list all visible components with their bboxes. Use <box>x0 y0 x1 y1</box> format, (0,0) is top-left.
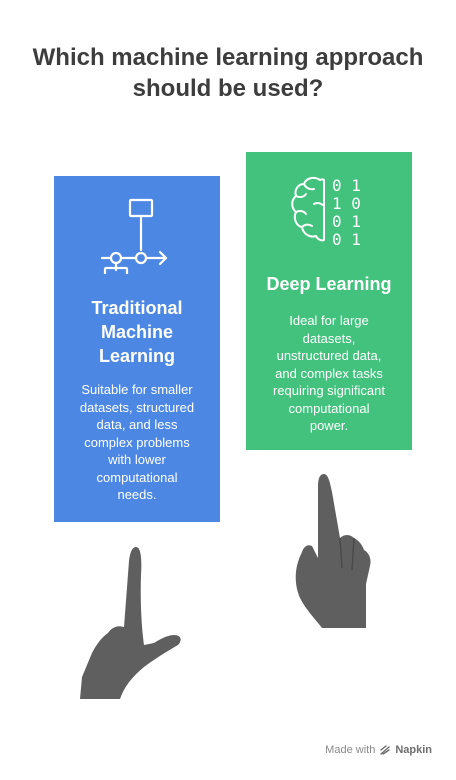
pointing-hand-icon <box>295 474 371 628</box>
deep-learning-card: 0 1 1 0 0 1 0 1 Deep Learning Ideal for … <box>246 152 412 450</box>
card-title-line: Machine <box>100 322 174 342</box>
card-desc-line: datasets, <box>302 330 356 346</box>
brain-binary-icon: 0 1 1 0 0 1 0 1 <box>291 176 361 246</box>
card-desc-line: complex problems <box>84 434 190 450</box>
traditional-ml-card: Traditional Machine Learning Suitable fo… <box>54 176 220 522</box>
pointing-hand-icon <box>80 547 181 699</box>
card-desc-line: needs. <box>117 487 157 502</box>
card-desc-line: Suitable for smaller <box>81 382 193 397</box>
card-desc-line: computational <box>288 400 370 416</box>
binary-row: 0 1 <box>332 176 361 195</box>
napkin-logo-icon <box>380 745 391 755</box>
card-desc-line: unstructured data, <box>276 348 382 363</box>
title-line-2: should be used? <box>132 75 324 102</box>
traditional-ml-title: Traditional Machine Learning <box>54 296 220 368</box>
footer-attribution: Made with Napkin <box>325 744 432 756</box>
card-desc-line: requiring significant <box>272 383 385 398</box>
card-desc-line: computational <box>96 469 178 485</box>
card-desc-line: data, and less <box>96 417 178 432</box>
page-title: Which machine learning approach should b… <box>0 42 456 104</box>
traditional-ml-description: Suitable for smaller datasets, structure… <box>54 381 220 504</box>
card-desc-line: and complex tasks <box>275 365 383 381</box>
card-desc-line: power. <box>309 418 349 433</box>
napkin-brand-label: Napkin <box>395 744 432 756</box>
made-with-label: Made with <box>325 744 376 756</box>
card-title-line: Deep Learning <box>266 274 392 294</box>
deep-learning-description: Ideal for large datasets, unstructured d… <box>246 312 412 435</box>
binary-row: 0 1 <box>332 230 361 246</box>
card-desc-line: with lower <box>108 452 166 467</box>
binary-row: 0 1 <box>332 212 361 231</box>
flowchart-icon <box>100 198 168 274</box>
card-desc-line: datasets, structured <box>79 399 195 415</box>
card-title-line: Traditional <box>91 298 183 318</box>
card-title-line: Learning <box>98 346 175 366</box>
binary-row: 1 0 <box>332 194 361 213</box>
deep-learning-title: Deep Learning <box>246 272 412 296</box>
title-line-1: Which machine learning approach <box>32 44 424 71</box>
card-desc-line: Ideal for large <box>289 313 369 328</box>
